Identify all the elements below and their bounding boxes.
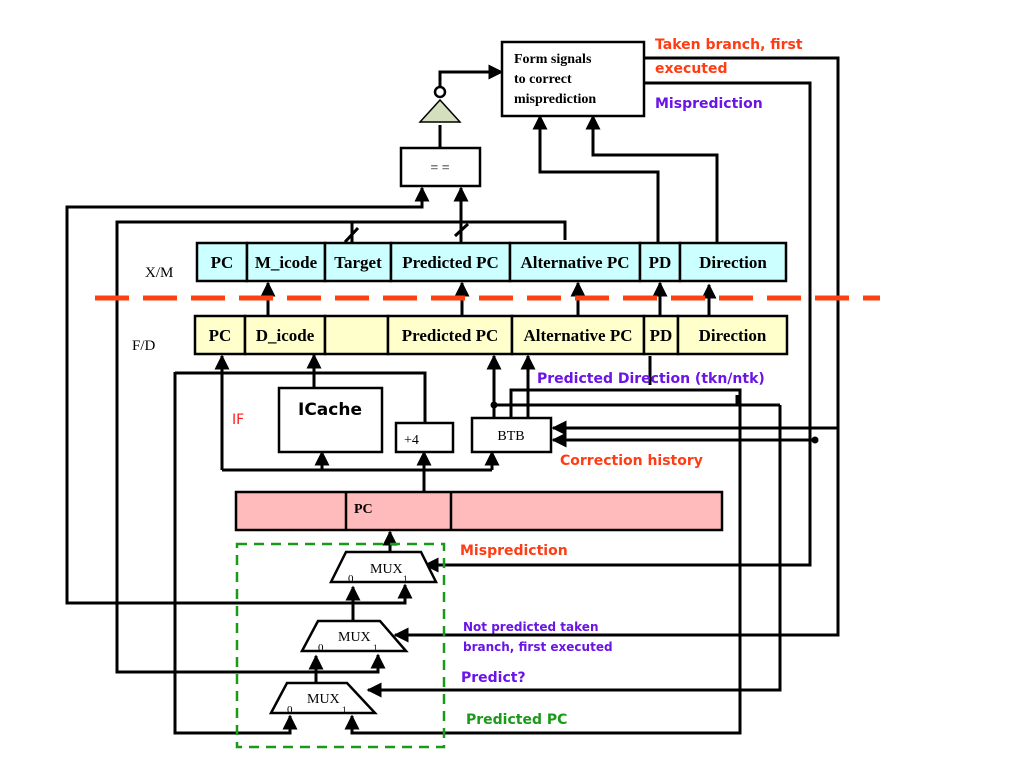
btb-label: BTB — [497, 429, 524, 444]
mux-2: MUX 0 1 — [299, 619, 409, 654]
fd-field-pc: PC — [193, 314, 247, 356]
xm-register: PC M_icode Target Predicted PC Alternative P… — [195, 241, 788, 283]
fd-field-direction: Direction — [676, 314, 789, 356]
mux-1-label: MUX — [370, 562, 403, 577]
fd-field-pd: PD — [642, 314, 680, 356]
xm-field-label: M_icode — [255, 253, 318, 272]
wire-btb-pd — [344, 388, 742, 735]
form-signals-line-1: Form signals — [514, 52, 592, 67]
fd-field-label: PC — [209, 326, 232, 345]
annotation-misprediction-mux: Misprediction — [460, 543, 568, 559]
wire-mispredict-out — [423, 81, 812, 573]
inverter-bubble — [433, 85, 447, 99]
mux-3-in0: 0 — [287, 704, 293, 716]
annotation-misprediction-top: Misprediction — [655, 96, 763, 112]
wire-inv-to-form — [438, 64, 504, 87]
fd-field-label: D_icode — [256, 326, 315, 345]
fd-field-d-icode: D_icode — [243, 314, 327, 356]
pc-register: PC — [234, 490, 724, 532]
wires — [65, 56, 840, 735]
mux-3: MUX 0 1 — [268, 681, 378, 716]
fd-field-label: Alternative PC — [523, 326, 632, 345]
xm-field-pd: PD — [638, 241, 682, 283]
annotation-taken-branch-1: Taken branch, first — [655, 37, 803, 53]
btb-block: BTB — [470, 416, 553, 454]
pc-register-label: PC — [354, 502, 373, 517]
wire-btb-predict — [494, 395, 739, 407]
wire-pd-to-form — [532, 114, 660, 242]
wire-predict-to-mux3 — [366, 405, 782, 698]
mux-1-in1: 1 — [403, 574, 408, 584]
mux-3-label: MUX — [307, 692, 340, 707]
comparator-label: = = — [430, 161, 449, 176]
junction-dot — [811, 436, 819, 444]
annotation-taken-branch-2: executed — [655, 61, 728, 77]
xm-field-label: PD — [649, 253, 672, 272]
icache-label: ICache — [298, 400, 362, 420]
annotation-not-predicted-1: Not predicted taken — [463, 620, 598, 634]
annotations: Taken branch, first executed Mispredicti… — [460, 37, 803, 728]
wire-pc-to-mux3-in0 — [173, 372, 298, 735]
wire-adder-loop — [175, 371, 427, 423]
xm-field-label: Target — [334, 253, 382, 272]
wire-alt-to-mux2 — [115, 220, 567, 674]
mux-2-in0: 0 — [318, 642, 324, 654]
xm-field-label: Direction — [699, 253, 767, 272]
form-signals-line-3: misprediction — [514, 92, 596, 107]
wire-dir-to-form — [585, 114, 719, 242]
xm-field-label: Predicted PC — [402, 253, 498, 272]
form-signals-line-2: to correct — [514, 72, 572, 87]
fd-field-empty — [323, 314, 390, 356]
mux-2-label: MUX — [338, 630, 371, 645]
inverter-triangle — [418, 98, 462, 123]
mux-3-in1: 1 — [342, 705, 347, 715]
form-signals-block: Form signals to correct misprediction — [500, 40, 646, 118]
stage-label-if: IF — [232, 412, 244, 428]
xm-field-target: Target — [323, 241, 393, 283]
mux-1-in0: 0 — [348, 573, 354, 585]
xm-field-label: Alternative PC — [520, 253, 629, 272]
annotation-predicted-direction: Predicted Direction (tkn/ntk) — [537, 371, 765, 387]
adder-block: +4 — [394, 421, 455, 454]
xm-field-pc: PC — [195, 241, 249, 283]
inverter — [418, 85, 462, 123]
comparator: = = — [399, 146, 482, 188]
xm-field-predicted-pc: Predicted PC — [389, 241, 512, 283]
stage-label-xm: X/M — [145, 265, 173, 281]
fd-field-label: PD — [650, 326, 673, 345]
fd-field-label: Direction — [699, 326, 767, 345]
mux-region-outline — [235, 542, 446, 749]
xm-field-label: PC — [211, 253, 234, 272]
annotation-correction-history: Correction history — [560, 453, 703, 469]
annotation-predicted-pc: Predicted PC — [466, 712, 567, 728]
wire-taken-branch-out — [393, 56, 840, 643]
icache-block: ICache — [277, 386, 384, 454]
fd-field-predicted-pc: Predicted PC — [386, 314, 514, 356]
junction-dot — [490, 401, 498, 409]
fd-field-alternative-pc: Alternative PC — [510, 314, 646, 356]
stage-label-fd: F/D — [132, 338, 156, 354]
adder-label: +4 — [404, 433, 419, 448]
annotation-predict: Predict? — [461, 670, 526, 686]
xm-field-m-icode: M_icode — [245, 241, 327, 283]
annotation-not-predicted-2: branch, first executed — [463, 640, 613, 654]
xm-field-direction: Direction — [678, 241, 788, 283]
mux-2-in1: 1 — [373, 643, 378, 653]
mux-1: MUX 0 1 — [328, 550, 439, 585]
fd-field-label: Predicted PC — [402, 326, 498, 345]
fd-register: PC D_icode Predicted PC Alternative PC PD Dir… — [193, 314, 789, 356]
xm-field-alternative-pc: Alternative PC — [508, 241, 642, 283]
bus-slash — [453, 222, 470, 238]
